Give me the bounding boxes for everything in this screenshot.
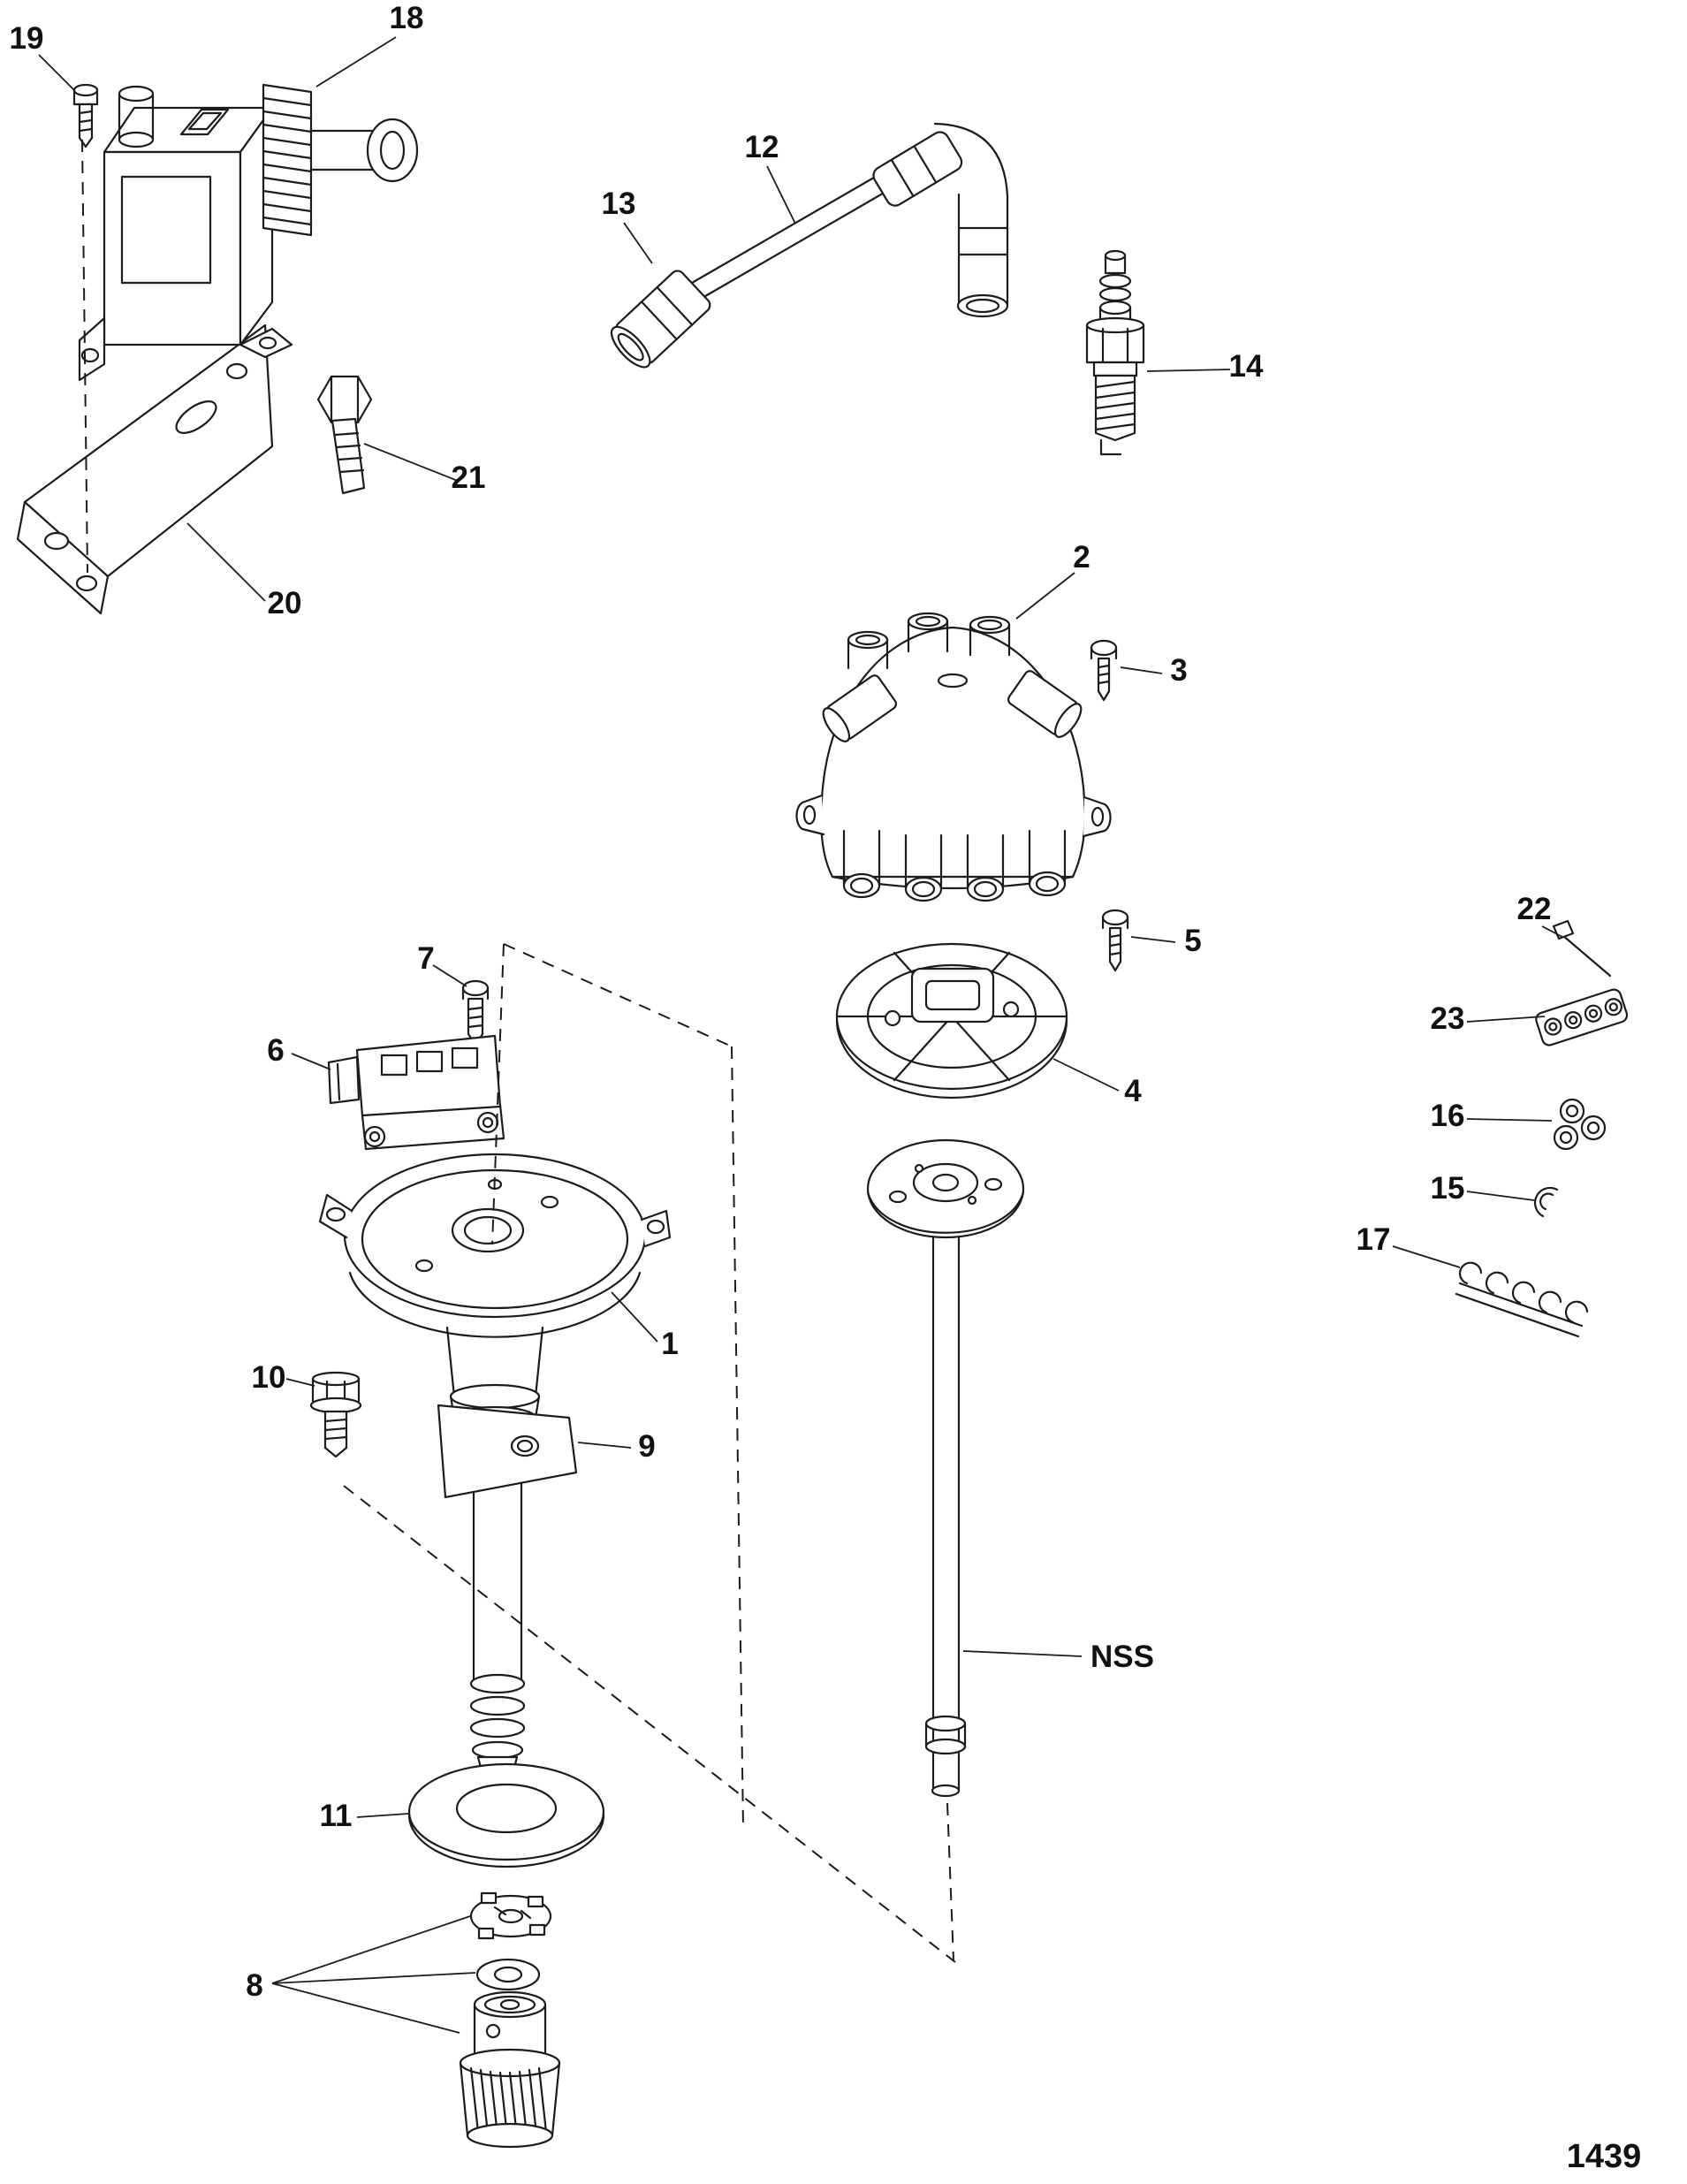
callout-18: 18 <box>390 1 424 35</box>
distributor-cap-2-drawing <box>795 612 1112 902</box>
callout-22: 22 <box>1517 892 1552 926</box>
alignment-dashed-lines <box>81 139 956 1963</box>
callout-9: 9 <box>638 1429 655 1464</box>
callout-17: 17 <box>1356 1222 1391 1257</box>
callout-10: 10 <box>252 1360 286 1395</box>
bolt-21-drawing <box>316 375 373 495</box>
screw-3-drawing <box>1090 639 1118 702</box>
ignition-coil-18-drawing <box>78 83 419 382</box>
callout-8: 8 <box>246 1968 262 2003</box>
wire-separator-17-drawing <box>1455 1261 1589 1338</box>
callout-1: 1 <box>661 1327 678 1361</box>
callout-labels: 19 18 21 20 13 12 14 2 3 5 4 22 23 16 15… <box>10 1 1642 2175</box>
page-number: 1439 <box>1567 2138 1642 2175</box>
callout-11: 11 <box>320 1799 353 1833</box>
screw-19-drawing <box>72 83 99 148</box>
callout-12: 12 <box>745 130 779 164</box>
sensor-6-drawing <box>327 1034 505 1151</box>
clamp-9-drawing <box>437 1404 578 1499</box>
bolt-10-drawing <box>309 1371 362 1458</box>
gear-group-8-drawing <box>459 1891 561 2149</box>
spark-plug-wire-12-13-drawing <box>610 122 1009 369</box>
bracket-20-drawing <box>16 323 274 615</box>
connector-strip-23-drawing <box>1535 988 1629 1046</box>
callout-leader-lines <box>38 36 1563 2034</box>
callout-21: 21 <box>452 460 486 495</box>
screw-5-drawing <box>1101 909 1129 972</box>
callout-3: 3 <box>1170 653 1187 688</box>
distributor-base-1-drawing <box>318 1153 672 1430</box>
spark-plug-14-drawing <box>1085 249 1145 456</box>
callout-15: 15 <box>1431 1171 1465 1206</box>
callout-14: 14 <box>1229 349 1264 384</box>
callout-16: 16 <box>1431 1099 1465 1133</box>
clip-15-drawing <box>1533 1186 1559 1218</box>
screw-7-drawing <box>461 979 490 1046</box>
rotor-4-drawing <box>835 942 1068 1100</box>
distributor-shaft-drawing <box>469 1448 526 1782</box>
callout-19: 19 <box>10 21 44 56</box>
callout-2: 2 <box>1073 540 1090 575</box>
callout-5: 5 <box>1184 924 1201 958</box>
callout-7: 7 <box>417 941 434 976</box>
callout-23: 23 <box>1431 1001 1465 1036</box>
callout-13: 13 <box>602 186 636 221</box>
callout-4: 4 <box>1124 1074 1142 1108</box>
tie-22-drawing <box>1552 919 1612 978</box>
callout-6: 6 <box>267 1033 284 1068</box>
washer-11-drawing <box>407 1762 605 1868</box>
retainer-16-drawing <box>1553 1098 1607 1151</box>
callout-20: 20 <box>268 586 302 620</box>
nss-shaft-assembly-drawing <box>866 1138 1025 1798</box>
callout-nss: NSS <box>1090 1640 1154 1674</box>
